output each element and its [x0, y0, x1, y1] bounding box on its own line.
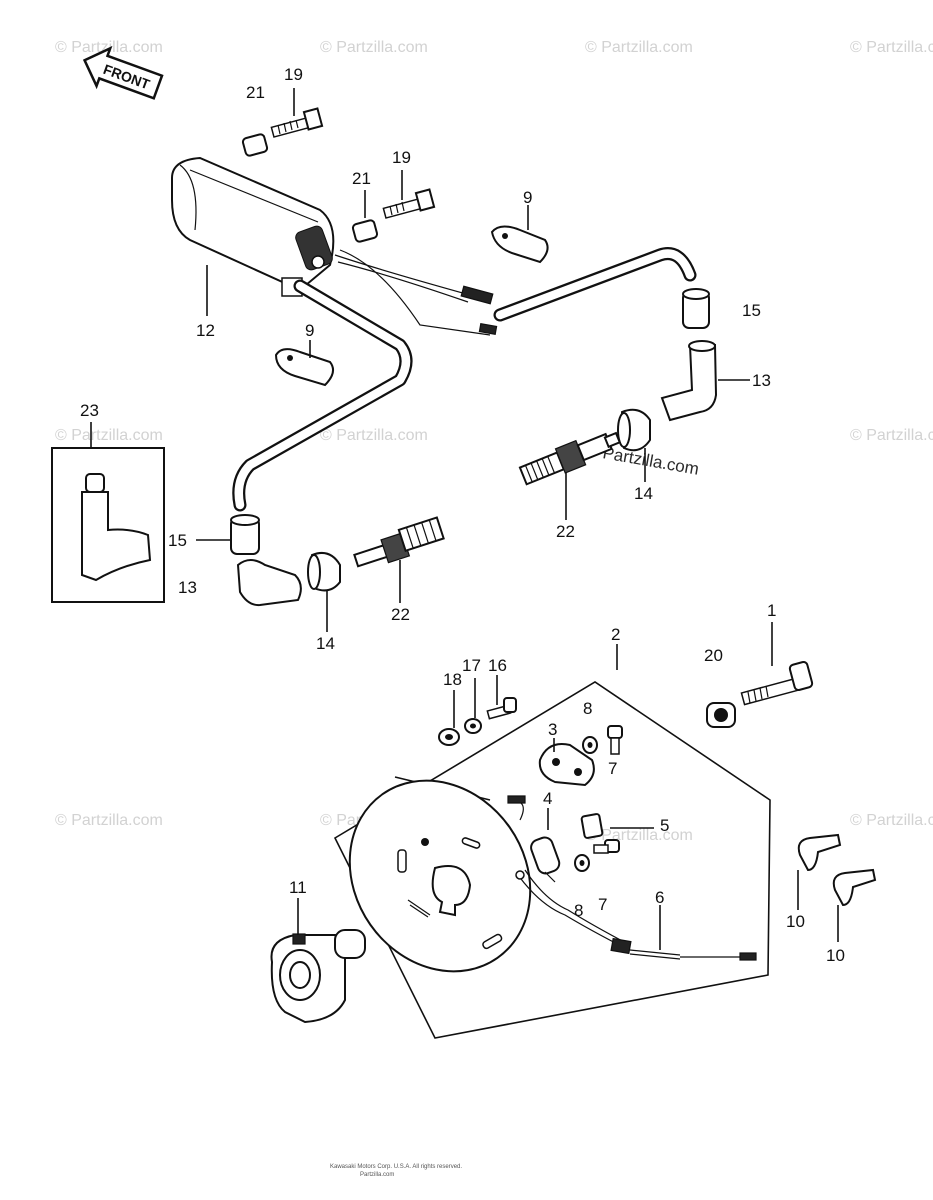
callout-15: 15	[742, 301, 761, 320]
callout-8: 8	[583, 699, 592, 718]
primary-wires	[334, 249, 498, 336]
callout-20: 20	[704, 646, 723, 665]
screw	[607, 725, 623, 755]
copyright-line: Kawasaki Motors Corp. U.S.A. All rights …	[330, 1164, 462, 1170]
callout-19: 19	[284, 65, 303, 84]
callout-15: 15	[168, 531, 187, 550]
plug-cap	[660, 340, 718, 422]
spark-plug	[353, 516, 445, 568]
washer	[582, 736, 598, 754]
callout-7: 7	[598, 895, 607, 914]
rubber-cap	[230, 514, 260, 555]
high-tension-leads	[232, 247, 697, 512]
callout-22: 22	[556, 522, 575, 541]
collar	[351, 219, 379, 243]
callout-19: 19	[392, 148, 411, 167]
callout-labels: 19 21 19 21 9 9 12 15 13 14 22 23 15 13 …	[80, 65, 845, 965]
callout-10: 10	[786, 912, 805, 931]
callout-5: 5	[660, 816, 669, 835]
rubber-seal	[307, 552, 341, 592]
felt-block	[580, 813, 604, 839]
clamp	[797, 833, 842, 872]
watermark: © Partzilla.com	[850, 427, 933, 444]
ignition-coil	[171, 156, 335, 297]
watermark: © Partzilla.com	[850, 812, 933, 829]
callout-22: 22	[391, 605, 410, 624]
watermark: © Partzilla.com	[585, 39, 693, 56]
watermark: © Partzilla.com	[320, 39, 428, 56]
callout-21: 21	[246, 83, 265, 102]
callout-11: 11	[289, 878, 307, 897]
condenser	[507, 795, 561, 883]
callout-17: 17	[462, 656, 481, 675]
callout-6: 6	[655, 888, 664, 907]
leader-lines	[90, 88, 839, 950]
callout-2: 2	[611, 625, 620, 644]
rubber-cap	[682, 288, 710, 329]
spark-plug	[518, 431, 622, 486]
callout-9: 9	[305, 321, 314, 340]
callout-4: 4	[543, 789, 552, 808]
contact-breaker	[538, 743, 595, 787]
callout-10: 10	[826, 946, 845, 965]
callout-13: 13	[178, 578, 197, 597]
bolt	[382, 188, 436, 219]
callout-14: 14	[316, 634, 335, 653]
base-plate	[348, 779, 532, 973]
watermark: © Partzilla.com	[850, 39, 933, 56]
screw	[593, 839, 620, 854]
copyright-footer: Kawasaki Motors Corp. U.S.A. All rights …	[330, 1164, 462, 1178]
washer	[574, 854, 590, 872]
clamp	[490, 225, 549, 264]
callout-7: 7	[608, 759, 617, 778]
variant-box	[51, 447, 165, 603]
bolt	[270, 107, 324, 138]
rubber-seal	[617, 408, 651, 452]
bolt	[740, 661, 814, 706]
watermark: © Partzilla.com	[55, 812, 163, 829]
watermark: © Partzilla.com	[55, 39, 163, 56]
callout-21: 21	[352, 169, 371, 188]
callout-18: 18	[443, 670, 462, 689]
copyright-line: Partzilla.com	[360, 1172, 394, 1178]
clamp	[832, 868, 877, 907]
callout-12: 12	[196, 321, 215, 340]
callout-1: 1	[767, 601, 776, 620]
callout-16: 16	[488, 656, 507, 675]
clamp	[274, 348, 335, 387]
washer	[438, 728, 460, 746]
nut	[706, 702, 736, 728]
plug-cap	[236, 559, 302, 607]
washer	[464, 718, 482, 734]
callout-13: 13	[752, 371, 771, 390]
watermark: © Partzilla.com	[55, 427, 163, 444]
callout-9: 9	[523, 188, 532, 207]
spark-advancer	[270, 929, 366, 1024]
screw	[486, 697, 517, 720]
watermark: © Partzilla.com	[320, 427, 428, 444]
callout-14: 14	[634, 484, 653, 503]
callout-8: 8	[574, 901, 583, 920]
callout-23: 23	[80, 401, 99, 420]
collar	[241, 133, 269, 157]
callout-3: 3	[548, 720, 557, 739]
lead-wire	[515, 869, 757, 961]
